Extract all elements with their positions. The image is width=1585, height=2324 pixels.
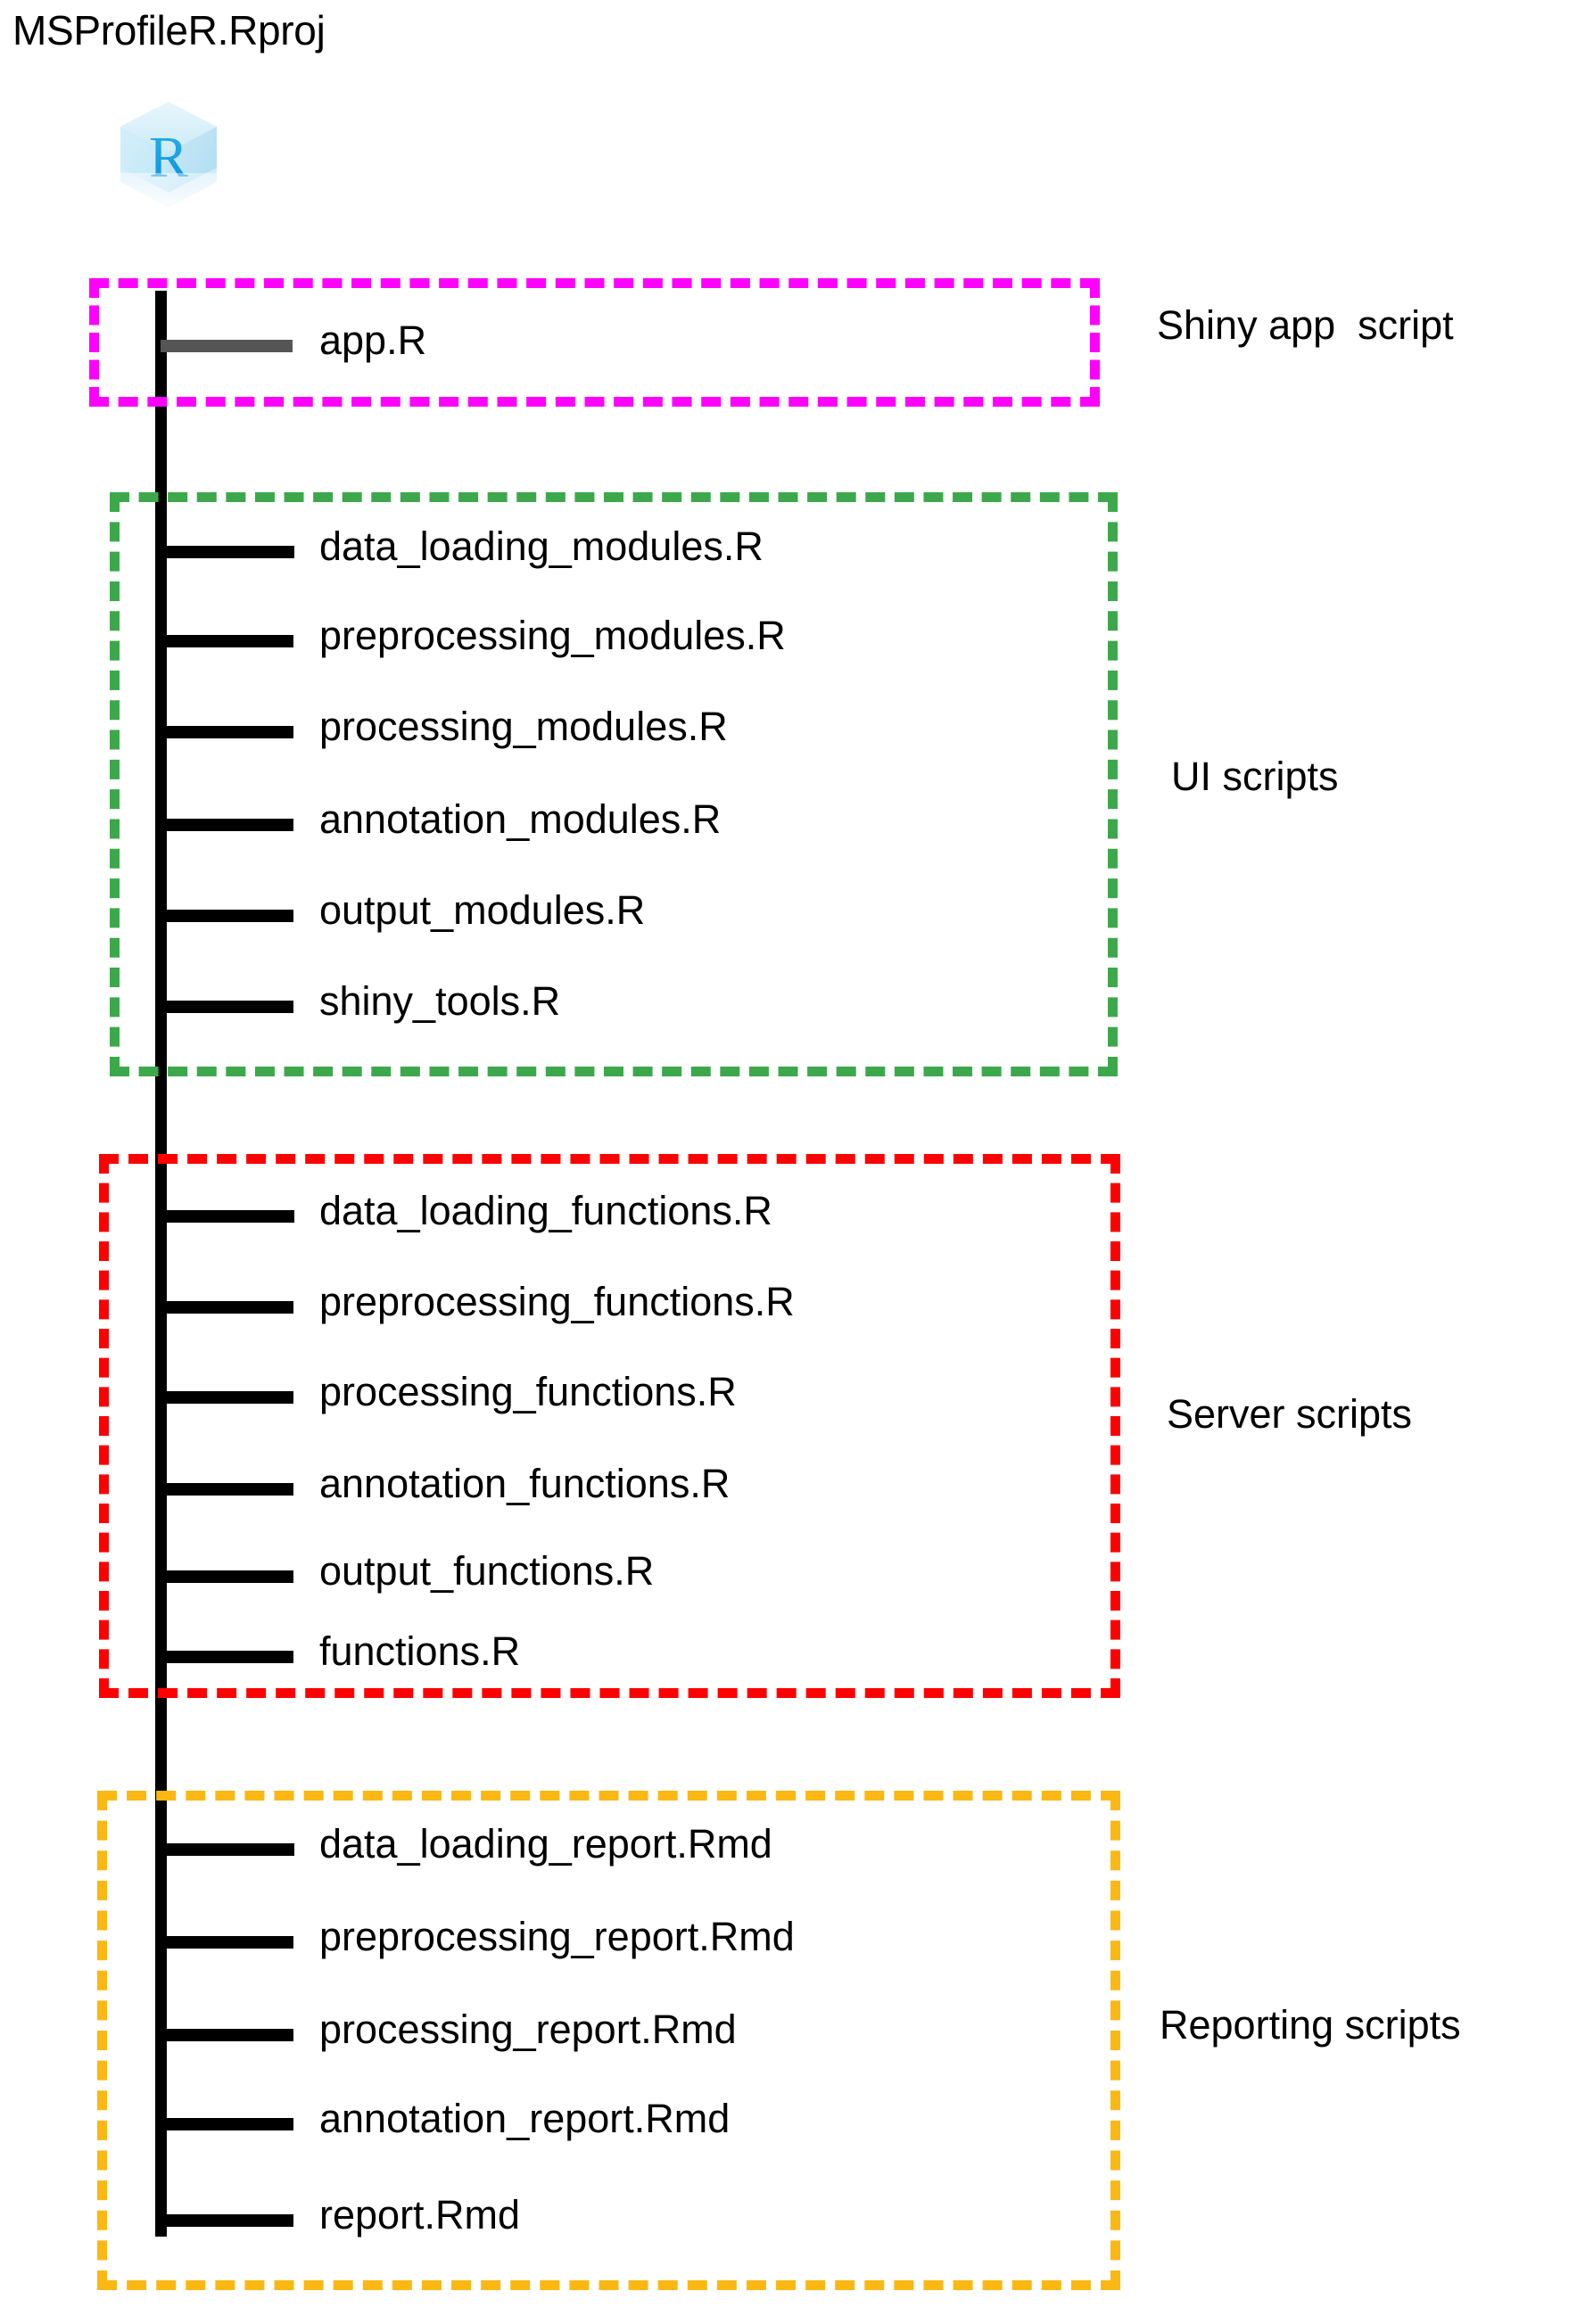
- file-name-label: annotation_report.Rmd: [319, 2096, 731, 2141]
- file-name-label: app.R: [319, 317, 427, 363]
- branch-line: [161, 1936, 293, 1949]
- branch-line: [161, 1001, 293, 1013]
- file-name-label: data_loading_report.Rmd: [319, 1821, 772, 1867]
- file-name-label: data_loading_functions.R: [319, 1188, 772, 1233]
- branch-line: [161, 1651, 293, 1663]
- file-name-label: output_functions.R: [319, 1548, 655, 1594]
- group-box-server-scripts: [99, 1154, 1120, 1698]
- svg-text:R: R: [149, 125, 188, 190]
- branch-line: [161, 635, 293, 647]
- file-name-label: output_modules.R: [319, 887, 646, 933]
- file-name-label: shiny_tools.R: [319, 978, 561, 1024]
- branch-line: [161, 910, 293, 922]
- branch-line: [161, 1210, 294, 1223]
- group-box-reporting-scripts: [97, 1791, 1120, 2290]
- branch-line: [161, 2029, 293, 2041]
- file-name-label: report.Rmd: [319, 2192, 521, 2237]
- branch-line: [161, 726, 293, 738]
- branch-line: [161, 546, 294, 558]
- tree-trunk-line: [155, 291, 167, 2237]
- file-name-label: processing_functions.R: [319, 1369, 737, 1414]
- file-name-label: processing_report.Rmd: [319, 2007, 737, 2052]
- branch-line: [161, 1483, 293, 1496]
- file-name-label: preprocessing_modules.R: [319, 613, 786, 658]
- group-box-ui-scripts: [110, 492, 1118, 1076]
- branch-line: [161, 1570, 293, 1583]
- branch-line: [161, 2118, 293, 2130]
- group-box-shiny-app: [89, 278, 1100, 407]
- file-name-label: data_loading_modules.R: [319, 523, 764, 569]
- branch-line: [161, 1301, 293, 1314]
- file-name-label: annotation_modules.R: [319, 796, 722, 842]
- file-name-label: functions.R: [319, 1628, 521, 1674]
- group-label-reporting-scripts: Reporting scripts: [1160, 2002, 1461, 2048]
- group-label-server-scripts: Server scripts: [1167, 1391, 1413, 1437]
- file-name-label: processing_modules.R: [319, 704, 728, 749]
- group-label-ui-scripts: UI scripts: [1171, 754, 1339, 799]
- file-name-label: preprocessing_functions.R: [319, 1279, 795, 1324]
- branch-line: [161, 1843, 294, 1856]
- r-project-cube-icon: R: [112, 98, 225, 210]
- file-name-label: preprocessing_report.Rmd: [319, 1914, 795, 1959]
- group-label-shiny-app: Shiny app script: [1157, 302, 1454, 348]
- branch-line: [161, 340, 293, 352]
- branch-line: [161, 2214, 293, 2227]
- branch-line: [161, 819, 293, 831]
- file-name-label: annotation_functions.R: [319, 1461, 731, 1506]
- branch-line: [161, 1391, 293, 1404]
- page-title: MSProfileR.Rproj: [12, 7, 326, 54]
